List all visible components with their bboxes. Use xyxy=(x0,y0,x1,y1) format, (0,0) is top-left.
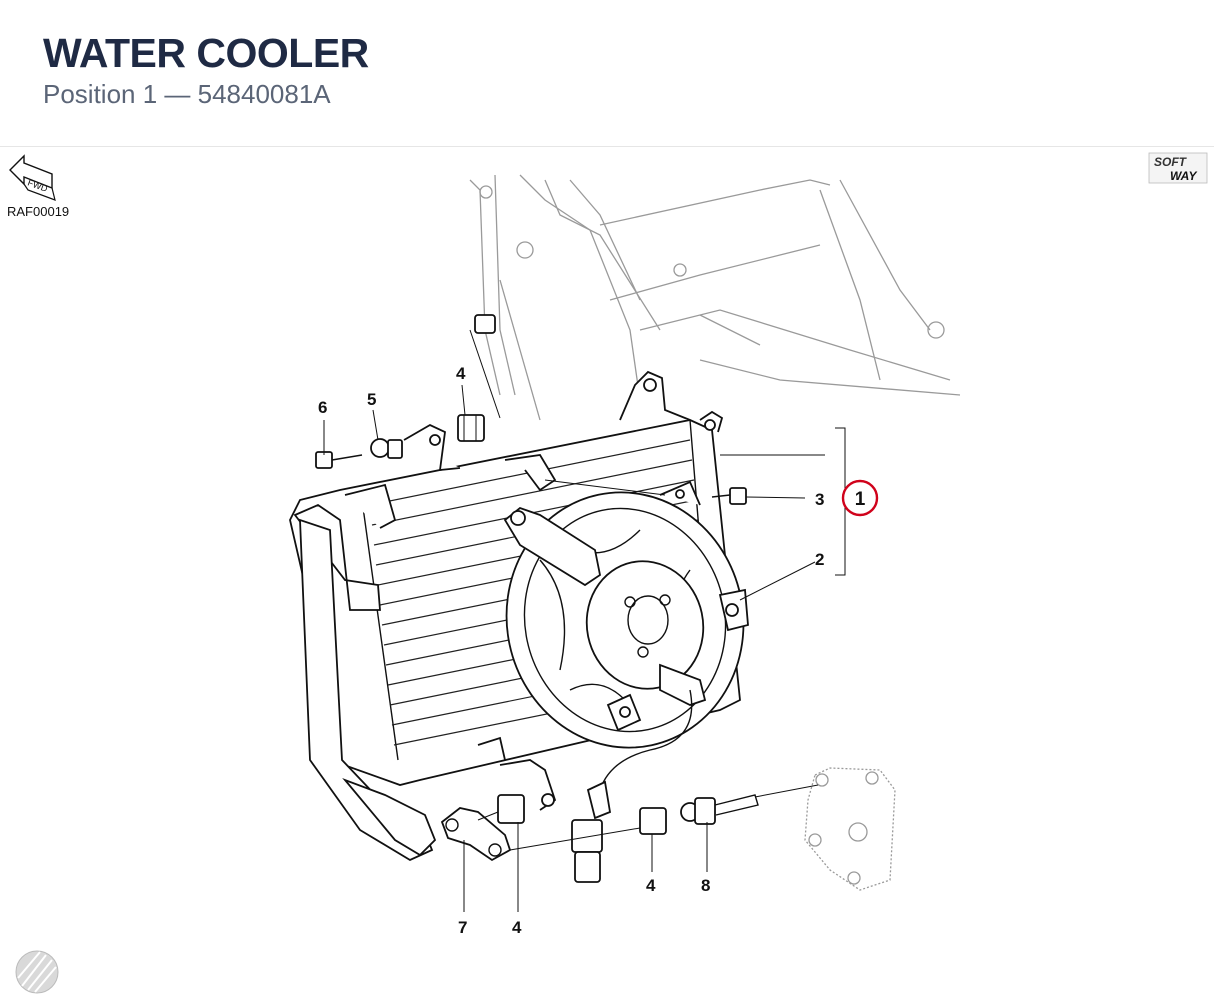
hardware-parts xyxy=(315,314,759,862)
callout-2[interactable]: 2 xyxy=(815,550,824,569)
washer xyxy=(370,438,390,458)
engine-mount-plate xyxy=(804,767,896,891)
logo-text-bottom: WAY xyxy=(1170,169,1197,183)
callout-numbers: 6 5 4 3 2 7 4 4 8 xyxy=(318,364,824,937)
forward-arrow-icon: FWD xyxy=(9,154,56,201)
mounting-brackets xyxy=(344,370,724,811)
diagram-reference-code: RAF00019 xyxy=(7,204,70,219)
softway-logo: SOFT WAY xyxy=(1148,152,1208,184)
callout-3[interactable]: 3 xyxy=(815,490,824,509)
radiator-hose xyxy=(293,503,437,862)
page-header: WATER COOLER Position 1 — 54840081A xyxy=(0,0,1214,147)
logo-text-top: SOFT xyxy=(1154,155,1188,169)
exploded-parts-diagram: FWD xyxy=(9,154,961,994)
assembly-position-callout[interactable]: 1 xyxy=(841,479,879,517)
callout-6[interactable]: 6 xyxy=(318,398,327,417)
stud-bolt-8 xyxy=(694,797,716,825)
rubber-bush-bottom-left xyxy=(497,794,525,824)
highlight-ring xyxy=(841,479,879,517)
callout-4-top[interactable]: 4 xyxy=(456,364,466,383)
callout-8[interactable]: 8 xyxy=(701,876,710,895)
callout-7[interactable]: 7 xyxy=(458,918,467,937)
bolt-head-3 xyxy=(729,487,747,505)
rubber-bush-top xyxy=(457,414,485,442)
frame-outline xyxy=(469,174,961,421)
leader-lines xyxy=(323,329,846,912)
page-title: WATER COOLER xyxy=(43,30,369,76)
assembly-position-number[interactable]: 1 xyxy=(855,489,866,510)
hatched-badge-icon xyxy=(15,950,59,994)
page-subtitle: Position 1 — 54840081A xyxy=(43,79,331,109)
callout-5[interactable]: 5 xyxy=(367,390,376,409)
callout-4-bottom-right[interactable]: 4 xyxy=(646,876,656,895)
fan-assembly xyxy=(503,491,749,883)
rubber-bush-bottom-right xyxy=(639,807,667,835)
callout-4-bottom-left[interactable]: 4 xyxy=(512,918,522,937)
